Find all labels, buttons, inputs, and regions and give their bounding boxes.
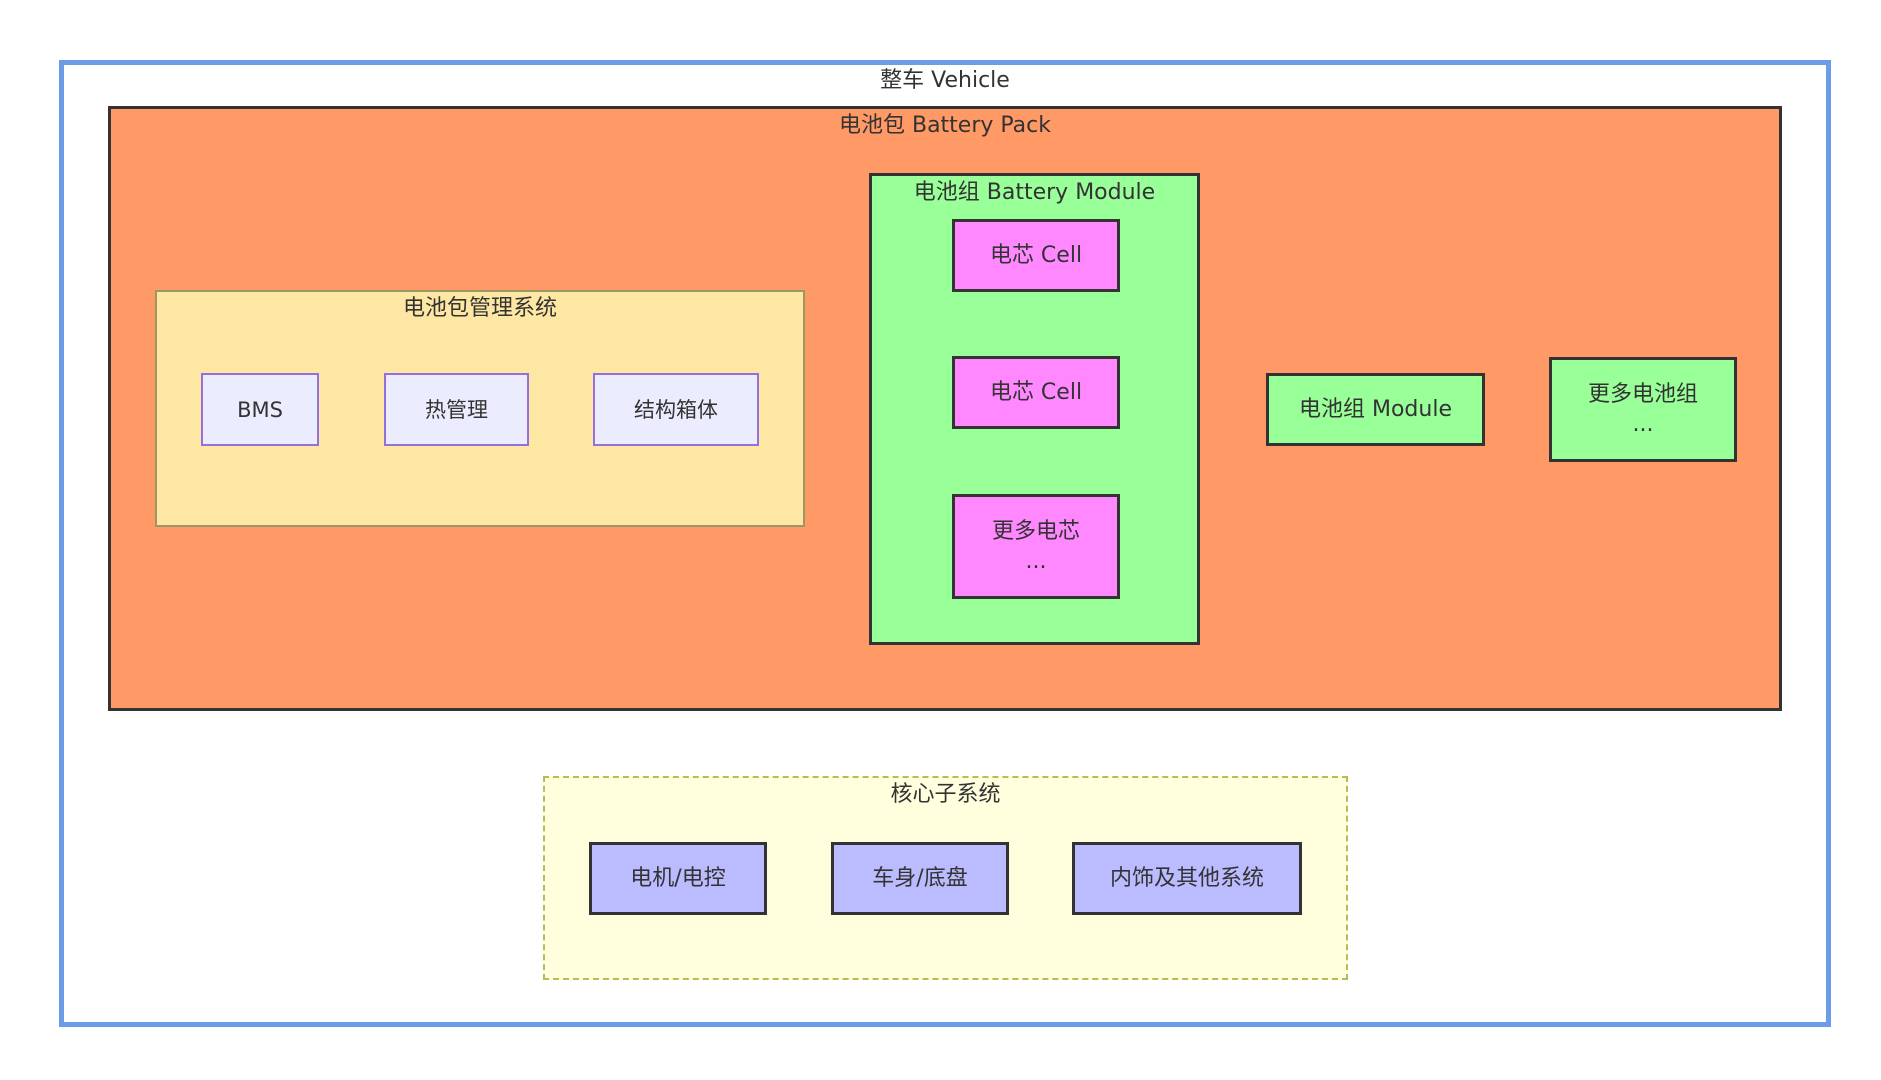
more-modules-node: 更多电池组 ... [1549, 357, 1737, 462]
interior-other-systems-node-label: 内饰及其他系统 [1109, 865, 1264, 891]
structural-housing-node-label: 结构箱体 [634, 397, 718, 422]
cell-node: 电芯 Cell [952, 356, 1120, 429]
more-cells-node: 更多电芯 ... [952, 494, 1120, 599]
module-node-label: 电池组 Module [1299, 396, 1452, 422]
vehicle-label: 整车 Vehicle [880, 68, 1010, 93]
battery-pack-label: 电池包 Battery Pack [838, 113, 1051, 138]
cell-node: 电芯 Cell [952, 219, 1120, 292]
interior-other-systems-node: 内饰及其他系统 [1072, 842, 1302, 915]
bms-node: BMS [201, 373, 319, 446]
more-cells-node-label: 更多电芯 [991, 518, 1080, 544]
body-chassis-node-label: 车身/底盘 [872, 865, 968, 891]
structural-housing-node: 结构箱体 [593, 373, 759, 446]
thermal-management-node: 热管理 [384, 373, 529, 446]
battery-management-label: 电池包管理系统 [402, 296, 557, 321]
core-subsystem-label: 核心子系统 [890, 782, 1001, 807]
body-chassis-node: 车身/底盘 [831, 842, 1009, 915]
cell-node-label: 电芯 Cell [989, 242, 1083, 268]
battery-module-label: 电池组 Battery Module [913, 180, 1156, 205]
motor-control-node-label: 电机/电控 [630, 865, 726, 891]
more-modules-node-label: 更多电池组 [1587, 381, 1698, 407]
thermal-management-node-label: 热管理 [425, 397, 488, 422]
cell-node-label: 电芯 Cell [989, 379, 1083, 405]
more-modules-ellipsis: ... [1632, 411, 1654, 437]
motor-control-node: 电机/电控 [589, 842, 767, 915]
more-cells-ellipsis: ... [1025, 548, 1047, 574]
bms-node-label: BMS [237, 397, 283, 422]
module-node: 电池组 Module [1266, 373, 1485, 446]
